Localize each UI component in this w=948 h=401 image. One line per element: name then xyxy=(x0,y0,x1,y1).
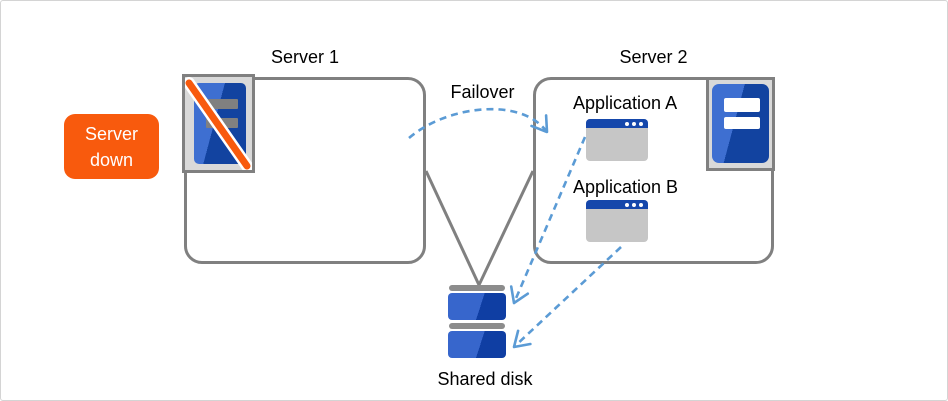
disk-cap xyxy=(449,285,505,291)
server2-server-icon xyxy=(706,77,775,171)
window-titlebar xyxy=(586,119,648,128)
server2-label: Server 2 xyxy=(619,47,688,67)
server-down-slash-icon xyxy=(185,77,252,170)
shared-disk-label: Shared disk xyxy=(437,369,533,389)
window-titlebar xyxy=(586,200,648,209)
disk-block xyxy=(448,293,506,320)
application-b-label: Application B xyxy=(573,177,679,197)
server-down-badge-line1: Server xyxy=(84,123,138,144)
server-slot-bar xyxy=(724,117,760,129)
server1-failed-server-icon xyxy=(182,74,255,173)
server-down-badge-line2: down xyxy=(89,149,134,170)
server1-to-disk-line xyxy=(424,170,481,286)
failover-arrow xyxy=(408,107,549,139)
server1-label: Server 1 xyxy=(270,47,340,67)
disk-block xyxy=(448,331,506,358)
server-slot-bar xyxy=(724,98,760,112)
window-buttons-icon xyxy=(625,121,643,126)
shared-disk-icon xyxy=(448,284,506,358)
server-down-badge: Server down xyxy=(64,114,159,179)
application-b-window-icon xyxy=(586,200,648,242)
disk-cap xyxy=(449,323,505,329)
failover-label: Failover xyxy=(450,82,515,102)
server-tower-icon xyxy=(712,84,769,163)
server-slot-bar xyxy=(206,99,238,109)
application-a-window-icon xyxy=(586,119,648,161)
window-buttons-icon xyxy=(625,202,643,207)
application-a-label: Application A xyxy=(573,93,678,113)
server2-to-disk-line xyxy=(477,170,535,286)
